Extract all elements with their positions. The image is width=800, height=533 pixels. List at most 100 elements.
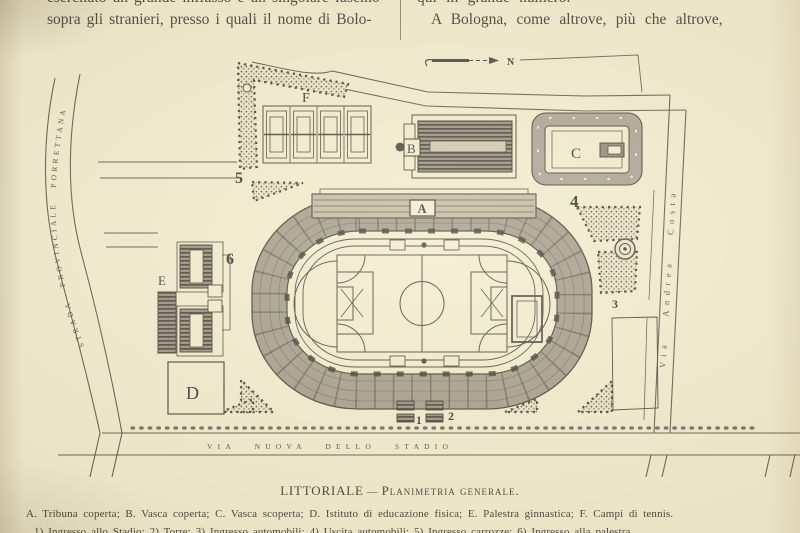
field-center-circle (399, 281, 445, 326)
figure-caption: LITTORIALE—Planimetria generale. (0, 483, 800, 499)
text-column-right: qui in grande numero. A Bologna, come al… (417, 0, 785, 31)
platform-right-inner (516, 300, 538, 338)
tennis-dividers (289, 106, 345, 163)
stands-inner-ticks (284, 228, 560, 377)
entrance-road-6 (104, 232, 158, 248)
road-label-porrettana: STRADA PROVINCIALE PORRETTANA (48, 106, 86, 349)
garden-triangle-south-right (504, 397, 539, 414)
label-3: 3 (612, 297, 618, 311)
gym-link-south (207, 299, 223, 313)
platform-right (511, 295, 543, 343)
apparatus-dot (421, 242, 427, 248)
label-D: D (186, 383, 199, 403)
label-6: 6 (226, 251, 234, 268)
label-B: B (407, 141, 416, 156)
label-4: 4 (570, 192, 579, 211)
gym-south-outline (176, 305, 224, 357)
open-pool-tower-inner (607, 145, 622, 155)
road-north-upper (251, 61, 671, 97)
apparatus-box (389, 239, 406, 251)
gym-link-north (207, 284, 223, 298)
tribune-label-box (409, 199, 436, 217)
label-1: 1 (416, 415, 422, 427)
road-costa-east-edge (669, 109, 687, 434)
end-arc-left (293, 260, 338, 348)
text-column-left: esercitato un grande influsso e un singo… (47, 0, 391, 31)
body-text-line: sopra gli stranieri, presso i quali il n… (47, 11, 372, 28)
gardens (220, 61, 642, 414)
gym-north-outline (176, 241, 224, 293)
label-C: C (571, 146, 581, 162)
gymnasium (157, 241, 231, 357)
corner-arcs (336, 254, 508, 353)
tennis-court-markings (264, 110, 370, 159)
gym-west-wing (157, 291, 177, 354)
north-label: N (507, 57, 515, 68)
road-costa-west-edge (653, 94, 671, 434)
open-pool (531, 112, 643, 186)
apparatus-dot (421, 358, 427, 364)
gym-north-hall (189, 249, 204, 284)
entrance-block (425, 400, 444, 411)
garden-east-lower (596, 250, 639, 295)
institute-building (167, 361, 225, 415)
label-A: A (417, 202, 426, 216)
road-costa-south (645, 454, 668, 478)
football-field (293, 254, 551, 353)
caption-title: LITTORIALE (280, 483, 364, 498)
covered-pool-basin (429, 140, 507, 153)
apparatus-box (389, 355, 406, 367)
gym-south-hall (189, 313, 204, 348)
garden-east-upper (575, 205, 642, 243)
fountain-center (623, 247, 627, 251)
body-text-line: A Bologna, come altrove, più che altrove… (431, 11, 723, 28)
label-E: E (158, 273, 166, 288)
road-label-stadio: VIA NUOVA DELLO STADIO (207, 442, 453, 451)
goal-area-right (490, 286, 508, 321)
cross-street-east (764, 453, 796, 478)
running-track (294, 238, 544, 368)
covered-pool (395, 114, 517, 179)
garden-band-northwest (236, 61, 350, 171)
road-porrettana-west-edge (44, 77, 101, 434)
goal-cross-marks (340, 288, 504, 318)
legend-line-entrances: 1) Ingresso allo Stadio; 2) Torre; 3) In… (34, 526, 634, 533)
north-arrow: N (424, 57, 515, 68)
label-5: 5 (235, 170, 243, 187)
site-east-fence (643, 189, 655, 421)
garden-wedge-entrance5 (250, 180, 304, 203)
road-porrettana-east-edge (69, 73, 123, 434)
garden-triangle-south-left (220, 397, 255, 414)
legend-line-buildings: A. Tribuna coperta; B. Vasca coperta; C.… (26, 508, 674, 520)
entrance-block (396, 413, 415, 423)
track-outer-line (294, 238, 544, 368)
column-divider (400, 0, 401, 40)
body-text-line: qui in grande numero. (417, 0, 785, 9)
garden-triangle-southeast (575, 378, 614, 414)
covered-pool-apse (395, 142, 405, 152)
open-pool-inner (544, 125, 630, 174)
caption-subtitle: Planimetria generale. (381, 483, 520, 498)
north-arrow-head (489, 57, 499, 64)
south-entrance (396, 400, 444, 423)
plan-labels: A B C D E F 1 2 3 4 5 6 (158, 91, 618, 427)
track-apparatus (389, 239, 460, 367)
label-2: 2 (448, 409, 454, 423)
track-inner-line (302, 245, 536, 361)
covered-pool-label-box (403, 138, 421, 157)
stadium (251, 188, 593, 423)
parcel-north-line (519, 54, 643, 93)
body-text-line: esercitato un grande influsso e un singo… (47, 0, 391, 9)
label-F: F (302, 91, 310, 106)
stands-ring-line (278, 222, 566, 382)
fountain (614, 238, 636, 260)
east-parcel (611, 316, 659, 411)
garden-notch (242, 83, 252, 93)
gym-east-fence (222, 254, 231, 331)
tribune-covered (311, 188, 537, 219)
apparatus-box (443, 239, 460, 251)
tennis-courts (262, 105, 372, 164)
entrance-block (396, 400, 415, 411)
